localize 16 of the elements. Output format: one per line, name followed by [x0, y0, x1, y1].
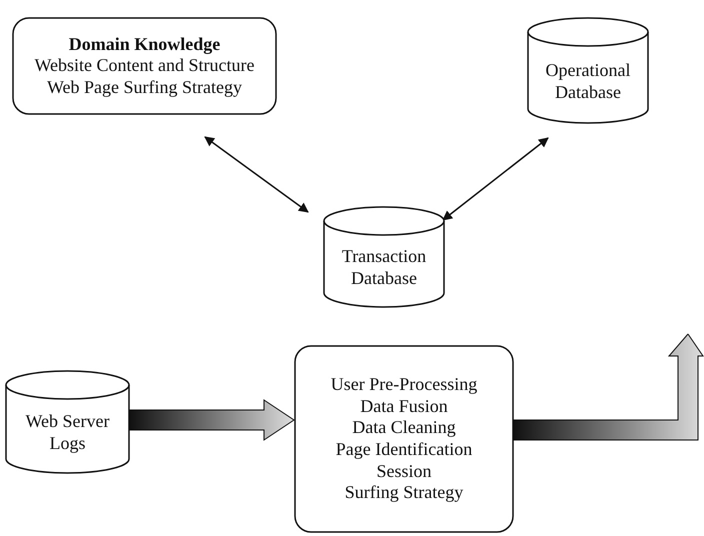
box-text: Transaction Database: [341, 246, 427, 290]
box-text: Data Fusion: [360, 396, 448, 418]
box-heading: Domain Knowledge: [68, 34, 220, 56]
box-text: Website Content and Structure: [34, 55, 254, 77]
box-text: Page Identification: [336, 439, 472, 461]
block-arrow: [130, 399, 295, 441]
box-text: User Pre-Processing: [330, 374, 478, 396]
bent-block-arrow: [514, 333, 704, 440]
box-text: Session: [376, 460, 432, 482]
box-text: Operational Database: [545, 60, 631, 104]
box-text: Data Cleaning: [352, 417, 456, 439]
box-text: Web Page Surfing Strategy: [46, 76, 242, 98]
double-arrow: [204, 136, 309, 213]
box-text: Surfing Strategy: [344, 482, 464, 504]
box-text: Web Server Logs: [24, 411, 110, 455]
double-arrow: [442, 137, 549, 221]
